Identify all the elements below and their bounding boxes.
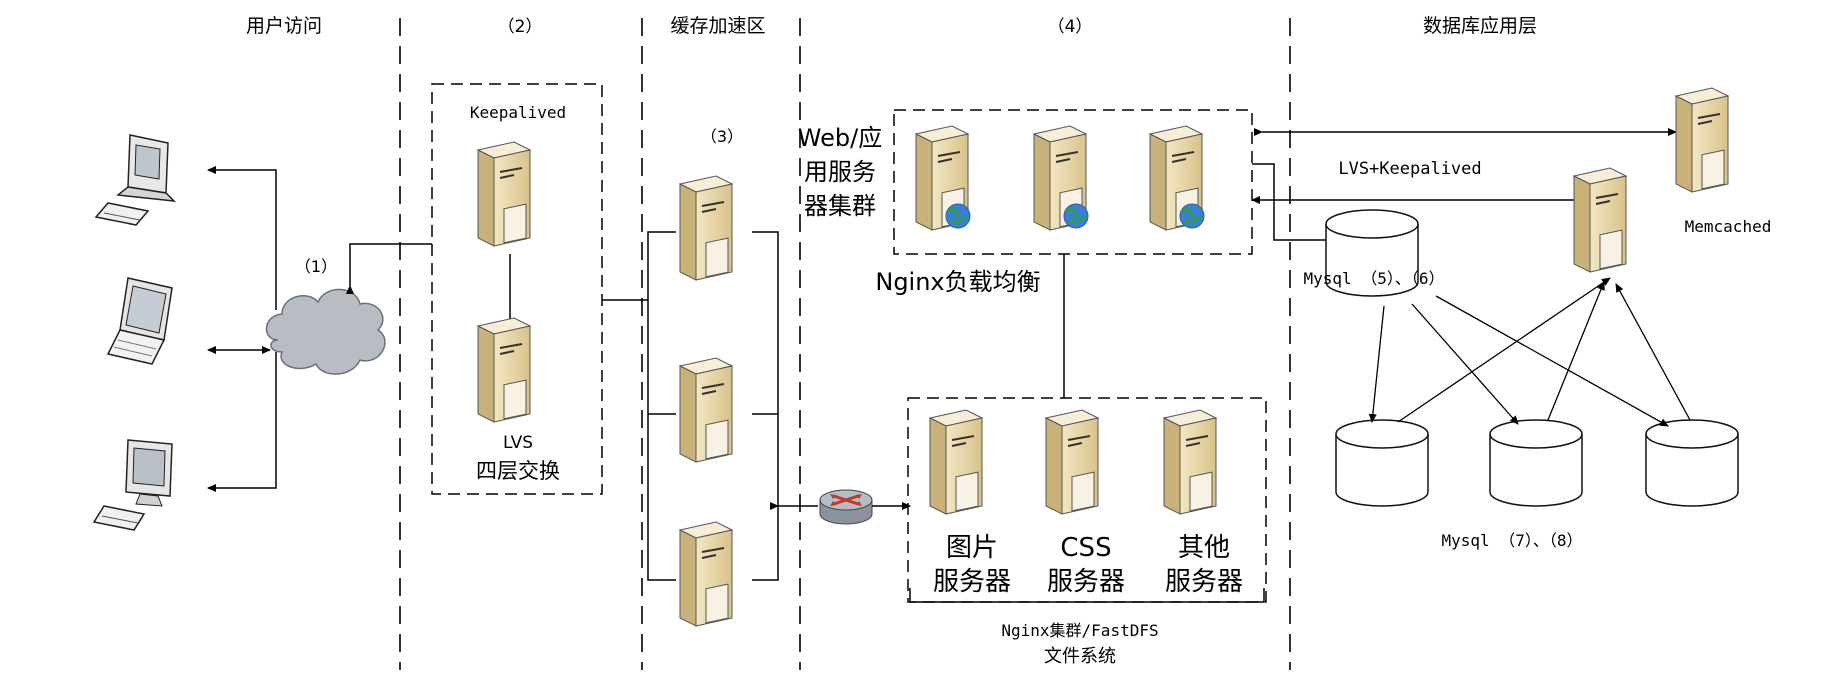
lvs-keepalived-box [431,83,603,495]
server-tower-icon [679,175,733,281]
client-connectors [207,166,277,492]
server-tower-icon [679,357,733,463]
section-step4: （4） [1048,17,1093,37]
css-server-label-2: 服务器 [1047,567,1125,597]
server-tower-icon [477,317,531,423]
mysql-master-label: Mysql （5）、（6） [1303,269,1444,288]
web-server-globe-icon [1150,126,1204,230]
other-server-label-2: 服务器 [1165,567,1243,597]
section-cache-accel: 缓存加速区 [670,15,765,37]
section-step2: （2） [498,17,543,37]
img-server-label-2: 服务器 [933,567,1011,597]
internet-cloud-icon [265,288,386,375]
nginx-cluster-label-1: Nginx集群/FastDFS [1001,621,1158,640]
nginx-lb-label: Nginx负载均衡 [875,268,1040,296]
web-to-master-db-line [1252,163,1328,241]
section-user-access: 用户访问 [246,15,322,37]
database-cylinder-icon [1645,419,1739,507]
section-db-layer: 数据库应用层 [1423,15,1537,37]
memcached-server-icon [1675,87,1729,193]
monitor-computer-icon [93,439,173,531]
layer4-switch-label: 四层交换 [476,459,560,483]
other-server-label-1: 其他 [1178,533,1230,563]
file-cluster-bracket [909,588,1265,603]
server-tower-icon [1163,409,1217,515]
img-server-label-1: 图片 [946,533,998,563]
laptop-icon [107,277,173,365]
router-icon [819,489,873,525]
desktop-computer-icon [95,134,175,226]
nginx-cluster-label-2: 文件系统 [1044,646,1116,667]
step1-label: （1） [295,257,337,276]
web-cluster-box [893,109,1253,255]
web-server-globe-icon [916,126,970,230]
server-tower-icon [679,521,733,627]
server-tower-icon [477,141,531,247]
cache-bracket [647,231,779,581]
server-tower-icon [929,409,983,515]
database-cylinder-icon [1489,419,1583,507]
database-cylinder-icon [1335,419,1429,507]
mysql-slaves-label: Mysql （7）、（8） [1441,531,1582,550]
web-cluster-label-3: 器集群 [804,192,876,220]
server-tower-icon [1573,167,1627,273]
lvs-keepalived-label: LVS+Keepalived [1338,159,1481,179]
section-separators [399,18,1291,670]
cloud-to-lvs-line [346,243,432,294]
css-server-label-1: CSS [1060,533,1111,563]
lvs-label: LVS [503,433,533,453]
web-cluster-label-1: Web/应 [798,124,882,152]
step3-label: （3） [701,127,743,146]
web-server-globe-icon [1034,126,1088,230]
web-cluster-label-2: 用服务 [804,158,876,186]
db-connection-lines [1368,277,1691,427]
server-tower-icon [1045,409,1099,515]
memcached-label: Memcached [1685,217,1772,236]
keepalived-label: Keepalived [470,103,566,122]
